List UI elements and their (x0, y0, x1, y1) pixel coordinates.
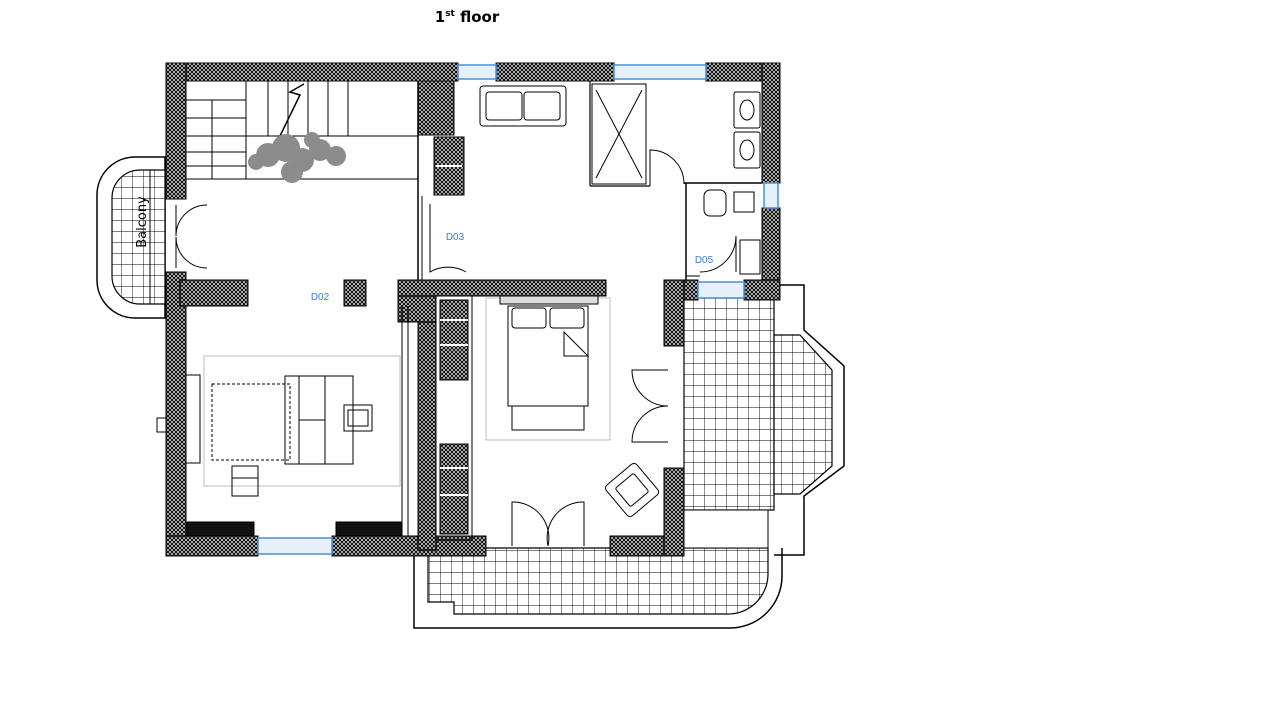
door-label-d03: D03 (446, 232, 465, 243)
door-d05[interactable] (685, 235, 761, 277)
interior-walls (179, 80, 762, 551)
bottom-terrace (413, 547, 783, 629)
hall-cabinet (433, 136, 465, 196)
armchair (604, 462, 660, 518)
bed (485, 295, 611, 441)
bedroom-side-door[interactable] (631, 369, 669, 443)
windows (257, 64, 779, 555)
balcony-label: Balcony (135, 196, 150, 248)
hall-sofa (479, 85, 567, 127)
floor-title: 1st floor (434, 8, 500, 26)
left-balcony: Balcony (96, 156, 166, 319)
bedroom-terrace-door[interactable] (511, 501, 585, 547)
shower (591, 83, 685, 186)
staircase (185, 80, 419, 180)
bathroom-vanity (733, 91, 761, 169)
living-room-furniture (156, 355, 403, 537)
right-terrace (683, 284, 845, 556)
door-label-d02: D02 (311, 292, 330, 303)
plant (248, 132, 346, 183)
toilet (703, 189, 755, 217)
door-label-d05: D05 (695, 255, 714, 266)
exterior-walls (165, 62, 781, 557)
door-d03[interactable] (429, 204, 467, 273)
balcony-door[interactable] (175, 204, 208, 269)
bedroom-wardrobe (435, 295, 473, 541)
